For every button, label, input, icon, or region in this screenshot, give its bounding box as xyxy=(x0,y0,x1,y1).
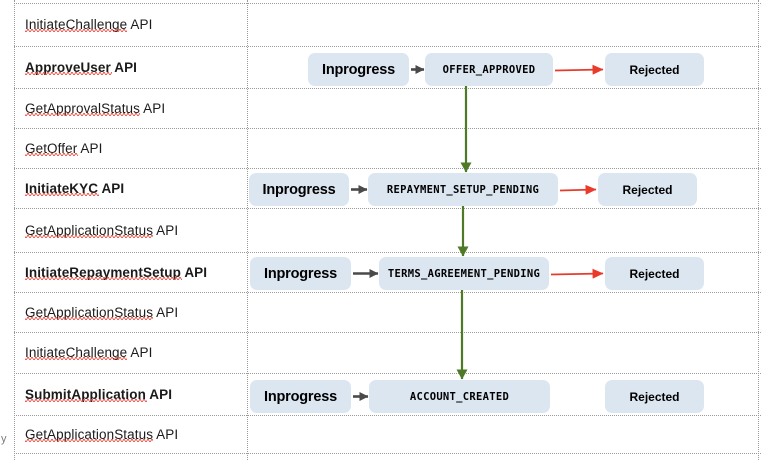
node-inprogress[interactable]: Inprogress xyxy=(250,380,351,413)
grid-row-separator-8 xyxy=(14,332,761,333)
api-row[interactable]: InitiateRepaymentSetup API xyxy=(14,252,247,292)
grid-vertical-line-right xyxy=(758,0,759,460)
api-row[interactable]: GetApprovalStatus API xyxy=(14,88,247,128)
grid-row-separator-1 xyxy=(14,46,761,47)
grid-row-separator-9 xyxy=(14,373,761,374)
api-label: InitiateChallenge API xyxy=(14,17,152,32)
stray-text-artifact: y xyxy=(1,433,7,445)
node-state[interactable]: OFFER_APPROVED xyxy=(425,53,553,86)
node-rejected[interactable]: Rejected xyxy=(605,257,704,290)
grid-row-separator-11 xyxy=(14,453,761,454)
arrow-state-to-rejected xyxy=(550,268,604,279)
api-label: GetApprovalStatus API xyxy=(14,101,165,116)
api-row[interactable]: GetOffer API xyxy=(14,128,247,168)
grid-vertical-line-middle xyxy=(247,0,248,460)
api-label: InitiateKYC API xyxy=(14,181,124,196)
grid-row-separator-6 xyxy=(14,252,761,253)
node-state[interactable]: ACCOUNT_CREATED xyxy=(369,380,550,413)
grid-row-separator-7 xyxy=(14,292,761,293)
grid-row-separator-2 xyxy=(14,88,761,89)
grid-row-separator-4 xyxy=(14,168,761,169)
node-rejected[interactable]: Rejected xyxy=(598,173,697,206)
node-inprogress[interactable]: Inprogress xyxy=(249,173,349,206)
api-label: ApproveUser API xyxy=(14,60,137,75)
grid-row-separator-3 xyxy=(14,128,761,129)
api-row[interactable]: GetApplicationStatus API xyxy=(14,292,247,332)
api-label: GetApplicationStatus API xyxy=(14,223,178,238)
api-label: InitiateChallenge API xyxy=(14,345,152,360)
node-rejected[interactable]: Rejected xyxy=(605,380,704,413)
api-label: InitiateRepaymentSetup API xyxy=(14,265,207,280)
api-row[interactable]: GetApplicationStatus API xyxy=(14,208,247,252)
node-state[interactable]: TERMS_AGREEMENT_PENDING xyxy=(379,257,549,290)
api-row[interactable]: InitiateKYC API xyxy=(14,168,247,208)
arrow-state-to-rejected xyxy=(554,64,604,75)
api-label: GetApplicationStatus API xyxy=(14,427,178,442)
grid-row-separator-0 xyxy=(14,3,761,4)
api-row[interactable]: SubmitApplication API xyxy=(14,373,247,415)
api-row[interactable]: InitiateChallenge API xyxy=(14,3,247,46)
arrow-state-to-rejected xyxy=(559,184,597,195)
node-rejected[interactable]: Rejected xyxy=(605,53,704,86)
node-state[interactable]: REPAYMENT_SETUP_PENDING xyxy=(368,173,558,206)
api-label: GetOffer API xyxy=(14,141,103,156)
node-inprogress[interactable]: Inprogress xyxy=(250,257,351,290)
api-row[interactable]: InitiateChallenge API xyxy=(14,332,247,373)
api-label: GetApplicationStatus API xyxy=(14,305,178,320)
api-label: SubmitApplication API xyxy=(14,387,172,402)
api-row[interactable]: ApproveUser API xyxy=(14,46,247,88)
grid-row-separator-10 xyxy=(14,415,761,416)
node-inprogress[interactable]: Inprogress xyxy=(308,53,409,86)
grid-vertical-line-left xyxy=(14,0,15,460)
api-row[interactable]: GetApplicationStatus API xyxy=(14,415,247,453)
grid-row-separator-5 xyxy=(14,208,761,209)
